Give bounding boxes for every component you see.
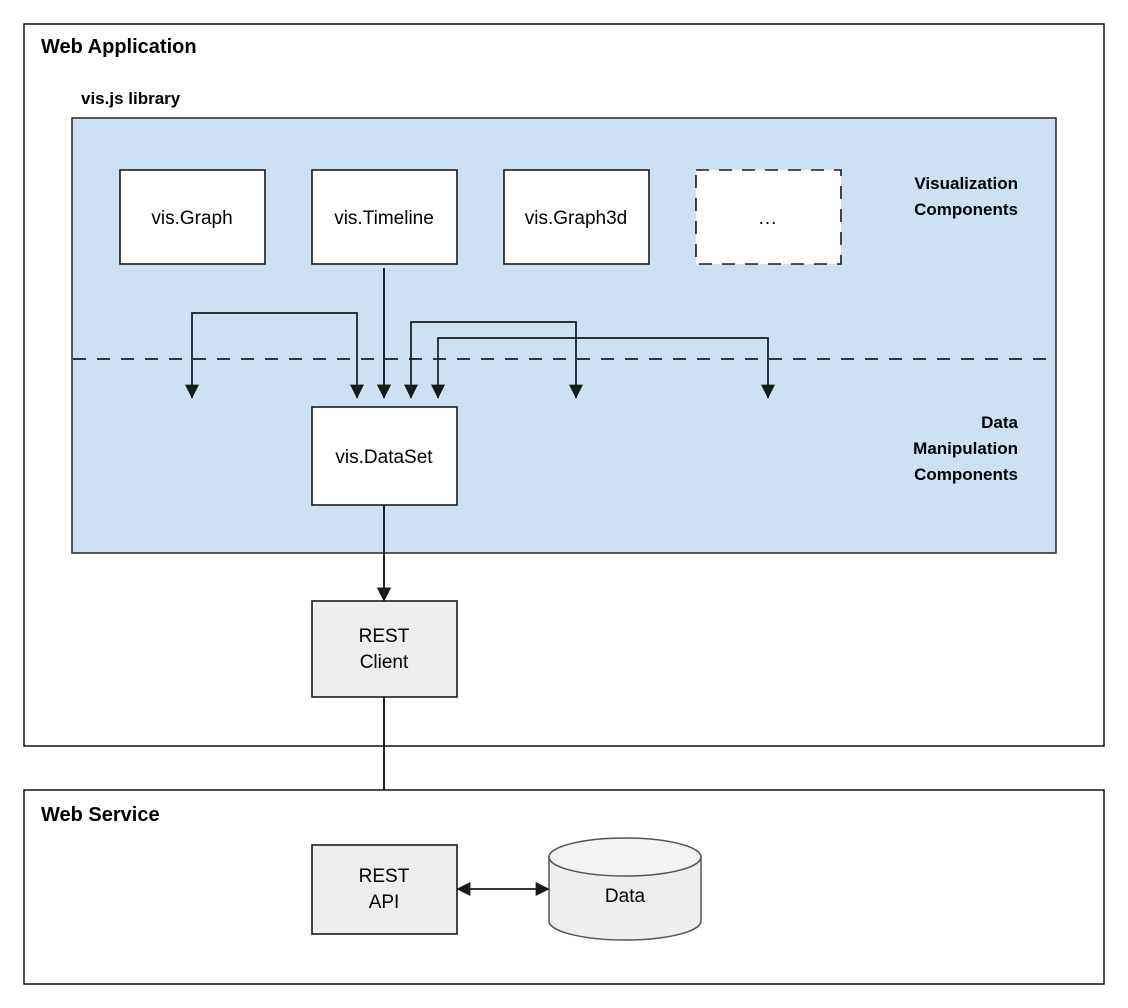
node-vis-timeline[interactable]: vis.Timeline bbox=[311, 169, 458, 265]
svg-text:Data: Data bbox=[981, 413, 1018, 432]
node-vis-dataset-label: vis.DataSet bbox=[335, 447, 433, 468]
library-title: vis.js library bbox=[81, 89, 181, 108]
node-rest-api-label-line1: REST bbox=[359, 866, 410, 887]
svg-text:Visualization: Visualization bbox=[914, 174, 1018, 193]
svg-text:Components: Components bbox=[914, 465, 1018, 484]
node-vis-graph[interactable]: vis.Graph bbox=[119, 169, 266, 265]
node-rest-client[interactable]: REST Client bbox=[311, 600, 458, 698]
node-vis-timeline-label: vis.Timeline bbox=[334, 208, 434, 229]
connector-vis-graph3d-dataset bbox=[403, 321, 584, 399]
node-rest-api-label-line2: API bbox=[369, 892, 400, 913]
svg-text:Components: Components bbox=[914, 200, 1018, 219]
node-vis-graph3d[interactable]: vis.Graph3d bbox=[503, 169, 650, 265]
frame-web-application-title: Web Application bbox=[41, 36, 197, 58]
node-more-components[interactable]: ... bbox=[695, 169, 842, 265]
svg-text:Manipulation: Manipulation bbox=[913, 439, 1018, 458]
node-rest-api[interactable]: REST API bbox=[311, 844, 458, 935]
node-vis-dataset[interactable]: vis.DataSet bbox=[311, 406, 458, 506]
node-vis-graph3d-label: vis.Graph3d bbox=[525, 208, 627, 229]
node-rest-client-label-line2: Client bbox=[360, 652, 409, 673]
data-manipulation-components-label: Data Manipulation Components bbox=[913, 413, 1018, 484]
node-rest-client-label-line1: REST bbox=[359, 626, 410, 647]
connector-vis-graph-dataset bbox=[184, 312, 365, 399]
visualization-components-label: Visualization Components bbox=[914, 174, 1018, 219]
node-data-store-label: Data bbox=[605, 886, 646, 907]
frame-web-service-title: Web Service bbox=[41, 804, 160, 826]
connector-more-components-dataset bbox=[430, 337, 776, 399]
node-data-store[interactable]: Data bbox=[548, 837, 702, 941]
node-more-components-label: ... bbox=[759, 208, 778, 229]
node-vis-graph-label: vis.Graph bbox=[151, 208, 232, 229]
